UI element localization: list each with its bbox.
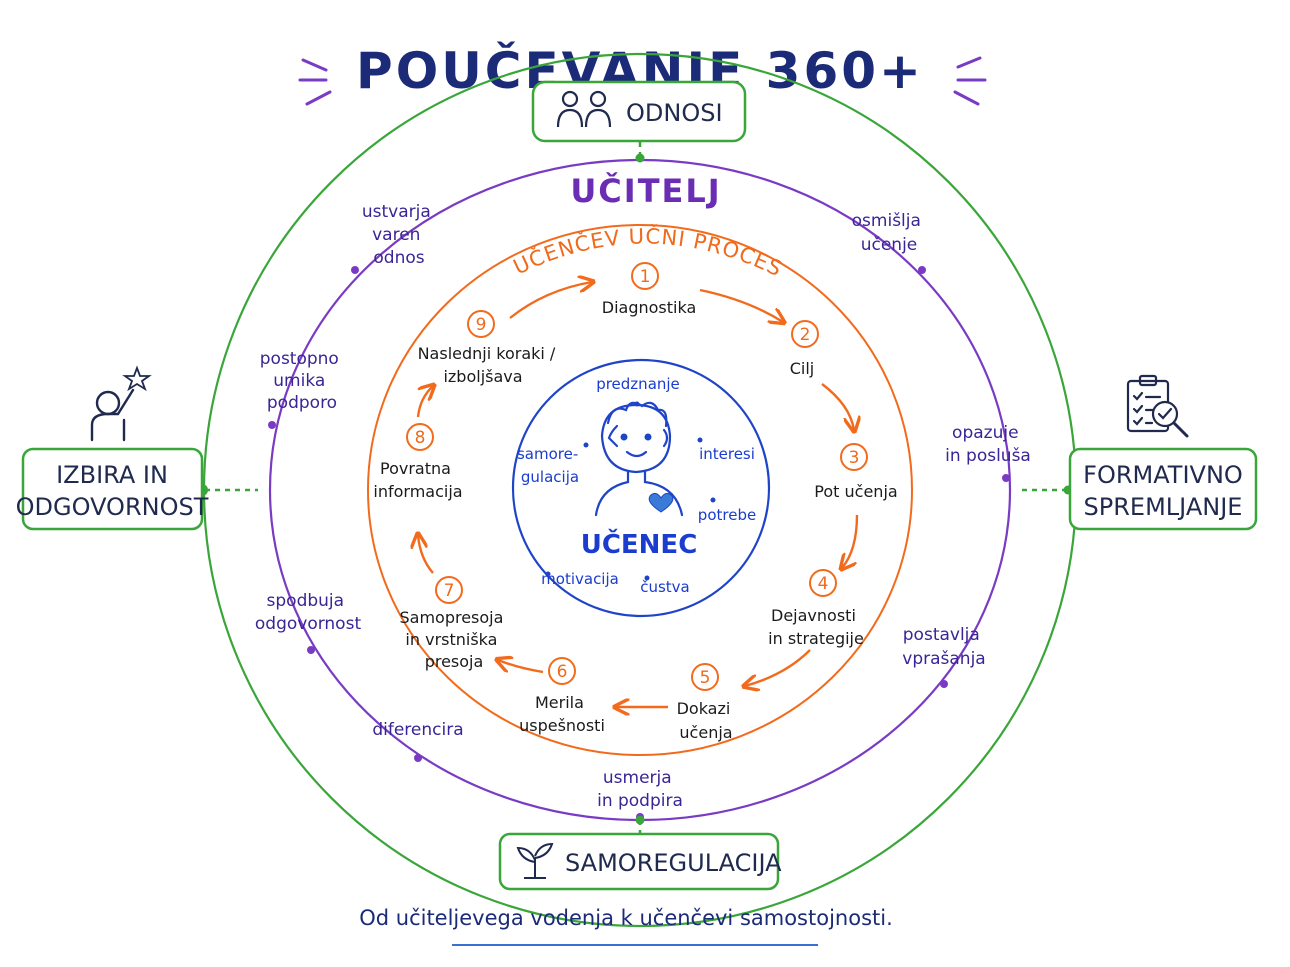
title-accent-left: [298, 58, 332, 106]
people-icon: [556, 90, 612, 128]
sprout-icon: [516, 842, 554, 879]
arrow-8-9: [416, 386, 433, 418]
svg-text:Samopresoja in vrstniš: Samopresoja in vrstniška presoja: [399, 608, 508, 671]
svg-text:8: 8: [415, 428, 426, 448]
process-step: 2 Cilj: [790, 320, 819, 378]
svg-text:1: 1: [640, 267, 651, 287]
arrow-4-5: [745, 649, 811, 686]
process-step: 6 Merila uspešnosti: [519, 657, 605, 735]
learner-label: UČENEC: [581, 528, 698, 560]
process-step: 5 Dokazi učenja: [677, 663, 736, 742]
svg-text:9: 9: [476, 315, 487, 335]
pillar-left-label-2: ODGOVORNOST: [16, 493, 209, 521]
trait-custva: čustva: [640, 578, 690, 596]
process-step: 3 Pot učenja: [814, 443, 898, 501]
teacher-label: UČITELJ: [570, 171, 721, 210]
svg-text:5: 5: [700, 668, 711, 688]
arrow-6-7: [498, 660, 544, 674]
teacher-action: postavlja vprašanja: [902, 625, 985, 669]
pillar-bottom-label: SAMOREGULACIJA: [565, 849, 782, 877]
teacher-ring: [268, 158, 1012, 822]
trait-interesi: interesi: [699, 445, 755, 463]
learner-face-icon: [594, 401, 684, 517]
pillar-izbira: IZBIRA IN ODGOVORNOST: [16, 447, 209, 531]
title-accent-right: [953, 56, 987, 106]
teacher-actions: ustvarja varen odnos osmišlja učenje opa…: [255, 202, 1031, 811]
heart-icon: [648, 492, 674, 513]
teacher-action: opazuje in posluša: [945, 423, 1031, 466]
teacher-action: osmišlja učenje: [852, 211, 927, 255]
connector-dots: [196, 153, 1073, 825]
teacher-action: ustvarja varen odnos: [362, 202, 436, 268]
process-step: 1 Diagnostika: [602, 262, 697, 317]
process-step: 8 Povratna informacija: [373, 423, 463, 501]
pillar-left-label-1: IZBIRA IN: [56, 461, 168, 489]
process-step: 9 Naslednji koraki / izboljšava: [418, 310, 561, 386]
pillar-formativno: FORMATIVNO SPREMLJANJE: [1068, 447, 1258, 531]
process-step: 4 Dejavnosti in strategije: [768, 569, 864, 648]
tagline: Od učiteljevega vodenja k učenčevi samos…: [359, 906, 893, 930]
process-arrows: [418, 282, 857, 707]
pillar-odnosi: ODNOSI: [531, 80, 747, 143]
arrow-3-4: [842, 514, 859, 568]
svg-text:4: 4: [818, 574, 829, 594]
svg-text:Cilj: Cilj: [790, 359, 815, 378]
process-ring: [367, 224, 913, 756]
clipboard-check-icon: [1126, 374, 1189, 438]
pillar-top-label: ODNOSI: [626, 99, 723, 127]
trait-dots: [545, 401, 716, 581]
trait-predznanje: predznanje: [596, 375, 680, 393]
teacher-action: usmerja in podpira: [597, 768, 683, 811]
teacher-action: postopno umika podporo: [260, 349, 345, 413]
svg-text:3: 3: [849, 448, 860, 468]
learner-circle: [511, 358, 771, 618]
arrow-7-8: [418, 535, 434, 574]
svg-text:2: 2: [800, 325, 811, 345]
svg-text:Dokazi učenja: Dokazi učenja: [677, 699, 736, 742]
process-steps: 1 Diagnostika 2 Cilj 3 Pot učenja 4 Deja…: [373, 262, 898, 742]
arrow-1-2: [699, 288, 783, 322]
pillar-right-label-1: FORMATIVNO: [1083, 461, 1243, 489]
trait-motivacija: motivacija: [541, 570, 619, 588]
trait-potrebe: potrebe: [698, 506, 756, 524]
trait-samoregulacija: samore- gulacija: [517, 445, 583, 486]
svg-text:Diagnostika: Diagnostika: [602, 298, 697, 317]
svg-text:7: 7: [444, 581, 455, 601]
svg-text:Pot učenja: Pot učenja: [814, 482, 897, 501]
arrow-2-3: [821, 383, 854, 430]
pillar-samoregulacija: SAMOREGULACIJA: [498, 832, 782, 891]
svg-text:Merila uspešnosti: Merila uspešnosti: [519, 693, 605, 735]
arrow-9-1: [509, 282, 592, 319]
teacher-action: spodbuja odgovornost: [255, 591, 362, 634]
learner-traits: predznanje interesi potrebe čustva motiv…: [517, 375, 756, 596]
svg-text:Povratna informacija: Povratna informacija: [373, 459, 462, 501]
svg-text:Naslednji koraki / izb: Naslednji koraki / izboljšava: [418, 344, 561, 386]
process-step: 7 Samopresoja in vrstniška presoja: [399, 576, 508, 671]
pillar-right-label-2: SPREMLJANJE: [1084, 493, 1243, 521]
person-star-icon: [90, 365, 152, 442]
teacher-action: diferencira: [372, 720, 463, 740]
svg-text:Dejavnosti in strategi: Dejavnosti in strategije: [768, 606, 864, 648]
svg-text:6: 6: [557, 662, 568, 682]
